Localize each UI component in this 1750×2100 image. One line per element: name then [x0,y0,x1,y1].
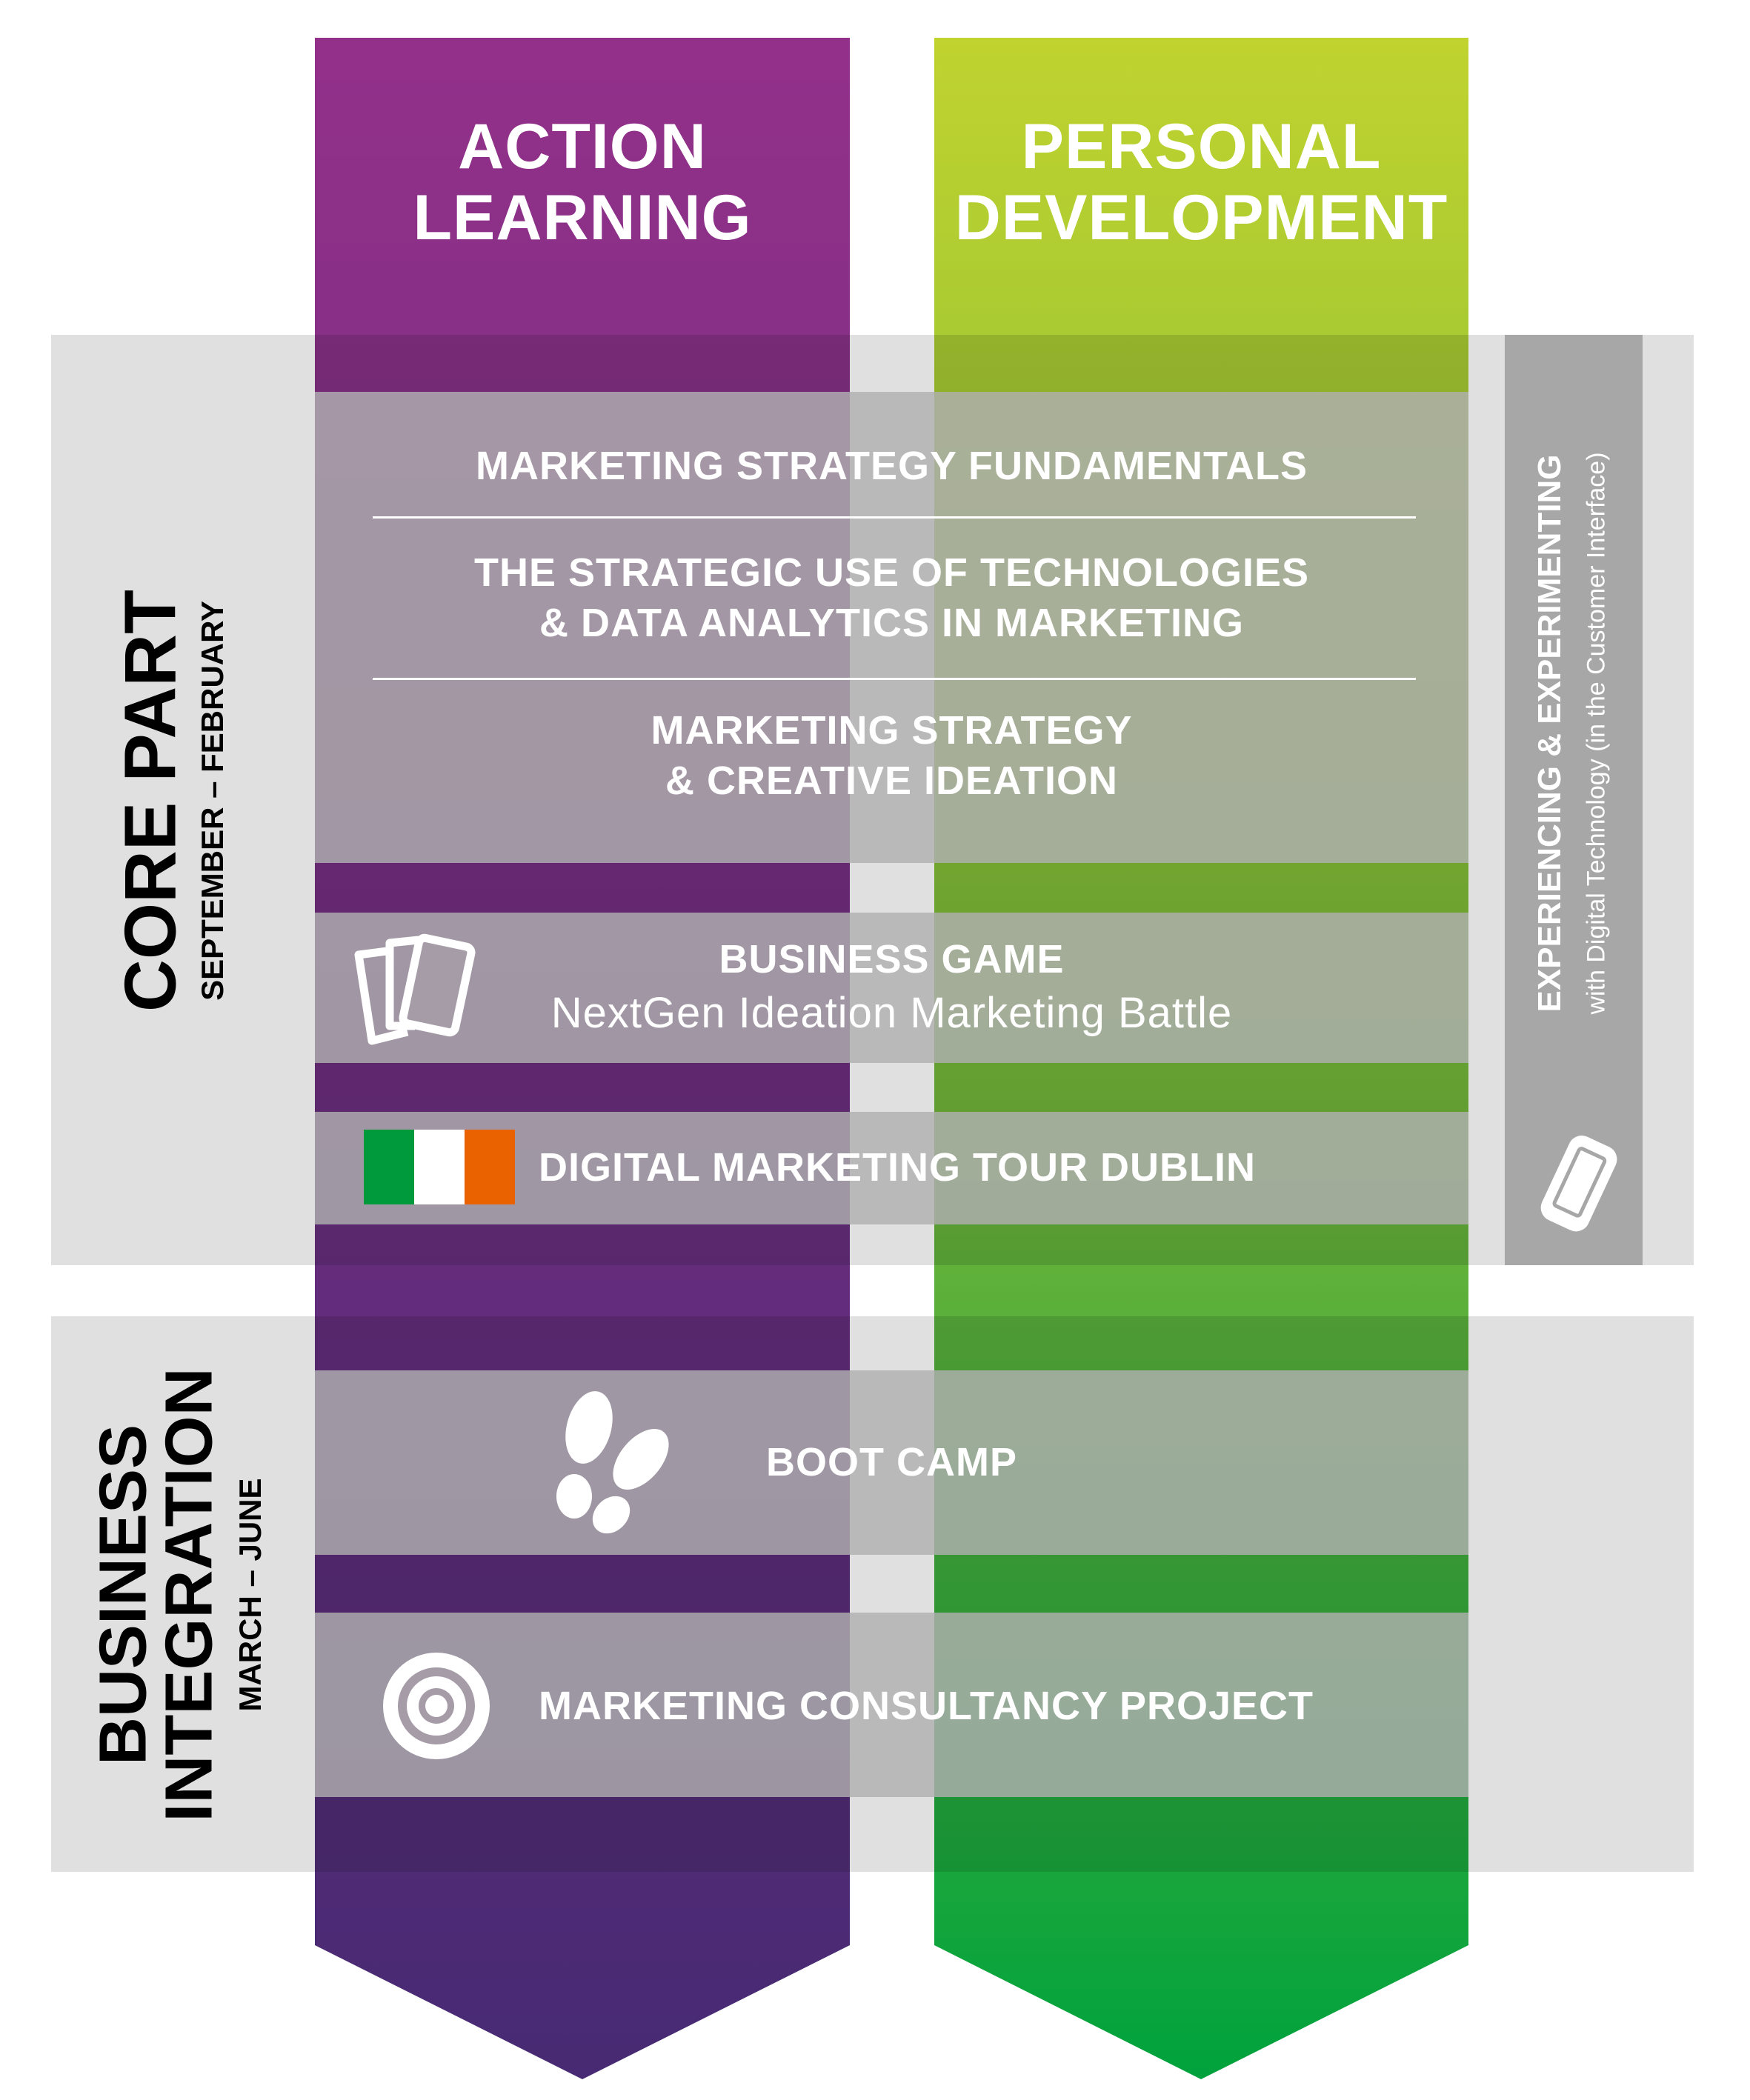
business-game-title: BUSINESS GAME [719,937,1065,981]
target-icon [383,1653,490,1759]
module-line: THE STRATEGIC USE OF TECHNOLOGIES [473,550,1310,595]
column-title-personal-development: PERSONAL DEVELOPMENT [934,111,1468,254]
title-line: ACTION [458,111,707,182]
side-panel-title: EXPERIENCING & EXPERIMENTING [1531,454,1568,1013]
tour-title: DIGITAL MARKETING TOUR DUBLIN [539,1145,1256,1190]
phase-title-core-part: CORE PART [109,590,191,1012]
module-divider [373,678,1416,680]
title-line: DEVELOPMENT [954,182,1448,254]
business-game-box [315,913,1468,1063]
footprints-icon [556,1391,669,1534]
cards-icon [354,933,476,1045]
module-line: & CREATIVE IDEATION [665,758,1119,803]
phase-title-business-line1: BUSINESS [86,1424,161,1766]
column-title-action-learning: ACTION LEARNING [315,111,850,254]
boot-camp-title: BOOT CAMP [766,1440,1017,1484]
phase-period-business: MARCH – JUNE [233,1478,267,1712]
side-panel [1505,335,1643,1265]
phase-title-business-line2: INTEGRATION [152,1367,227,1822]
title-line: PERSONAL [1021,111,1382,182]
title-line: LEARNING [413,182,752,254]
module-technologies-data-analytics: THE STRATEGIC USE OF TECHNOLOGIES & DATA… [315,548,1468,648]
module-marketing-strategy-fundamentals: MARKETING STRATEGY FUNDAMENTALS [476,444,1308,488]
module-line: & DATA ANALYTICS IN MARKETING [539,600,1244,645]
module-strategy-creative-ideation: MARKETING STRATEGY & CREATIVE IDEATION [315,706,1468,806]
module-divider [373,516,1416,519]
boot-camp-box [315,1370,1468,1555]
core-modules-box [315,392,1468,863]
module-line: MARKETING STRATEGY [651,708,1133,753]
business-game-subtitle: NextGen Ideation Marketing Battle [550,989,1233,1037]
side-panel-subtitle: with Digital Technology (in the Customer… [1582,452,1611,1015]
irish-flag-icon [364,1130,515,1204]
tablet-icon [1540,1136,1617,1232]
phase-period-core-part: SEPTEMBER – FEBRUARY [195,601,230,1001]
consultancy-box [315,1613,1468,1797]
consultancy-title: MARKETING CONSULTANCY PROJECT [539,1684,1314,1728]
